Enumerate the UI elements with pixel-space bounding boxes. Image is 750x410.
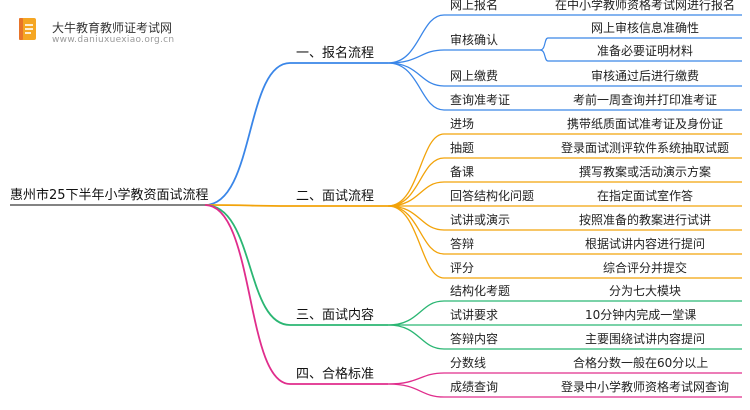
detail-label: 撰写教案或活动演示方案 [579, 165, 712, 179]
connector-line [539, 37, 742, 51]
detail-label: 登录中小学教师资格考试网查询 [561, 380, 730, 394]
detail-label: 根据试讲内容进行提问 [585, 237, 706, 251]
item-label: 答辩 [450, 237, 475, 251]
connector-line [387, 205, 540, 231]
detail-label: 审核通过后进行缴费 [591, 69, 700, 83]
detail-label: 按照准备的教案进行试讲 [579, 213, 712, 227]
connector-line [387, 372, 540, 385]
item-label: 网上缴费 [450, 69, 499, 83]
item-label: 网上报名 [450, 0, 499, 12]
connector-line [387, 383, 540, 398]
detail-label: 合格分数一般在60分以上 [573, 356, 709, 370]
connector-line [387, 133, 540, 207]
book-logo-icon [19, 18, 36, 40]
item-label: 评分 [450, 261, 475, 275]
brand-title: 大牛教育教师证考试网 [52, 21, 173, 35]
item-label: 结构化考题 [450, 284, 511, 298]
item-label: 回答结构化问题 [450, 189, 535, 203]
section-label: 三、面试内容 [296, 308, 375, 323]
connector-line [387, 324, 540, 350]
item-label: 抽题 [450, 141, 475, 155]
item-label: 试讲或演示 [450, 213, 511, 227]
detail-label: 10分钟内完成一堂课 [585, 308, 697, 322]
connector-line [387, 62, 540, 87]
connector-line [539, 49, 742, 62]
connector-line [204, 204, 388, 326]
connector-line [387, 62, 540, 111]
detail-label: 携带纸质面试准考证及身份证 [567, 117, 724, 131]
item-label: 试讲要求 [450, 308, 499, 322]
item-label: 答辩内容 [450, 332, 499, 346]
item-label: 备课 [450, 165, 475, 179]
connector-line [387, 157, 540, 207]
detail-label: 主要围绕试讲内容提问 [585, 332, 706, 346]
detail-label: 登录面试测评软件系统抽取试题 [561, 141, 730, 155]
section-label: 二、面试流程 [296, 189, 375, 204]
connector-line [387, 300, 540, 326]
section-label: 一、报名流程 [296, 46, 375, 61]
connector-line [204, 62, 388, 206]
detail-label: 网上审核信息准确性 [591, 21, 700, 35]
item-label: 审核确认 [450, 33, 499, 47]
item-label: 分数线 [450, 356, 487, 370]
section-label: 四、合格标准 [296, 367, 375, 382]
brand-url: www.daniuxuexiao.org.cn [52, 35, 175, 45]
connector-line [387, 14, 540, 64]
detail-label: 分为七大模块 [609, 284, 682, 298]
detail-label: 在中小学教师资格考试网进行报名 [555, 0, 736, 12]
root-topic: 惠州市25下半年小学教资面试流程 [10, 188, 209, 203]
detail-label: 准备必要证明材料 [597, 44, 694, 58]
detail-label: 综合评分并提交 [603, 261, 688, 275]
connector-line [387, 205, 540, 279]
connector-line [204, 204, 388, 207]
connector-line [387, 181, 540, 207]
connector-line [204, 204, 388, 385]
item-label: 查询准考证 [450, 93, 511, 107]
item-label: 成绩查询 [450, 380, 499, 394]
connector-line [387, 49, 540, 64]
detail-label: 考前一周查询并打印准考证 [573, 93, 718, 107]
detail-label: 在指定面试室作答 [597, 189, 694, 203]
item-label: 进场 [450, 117, 475, 131]
